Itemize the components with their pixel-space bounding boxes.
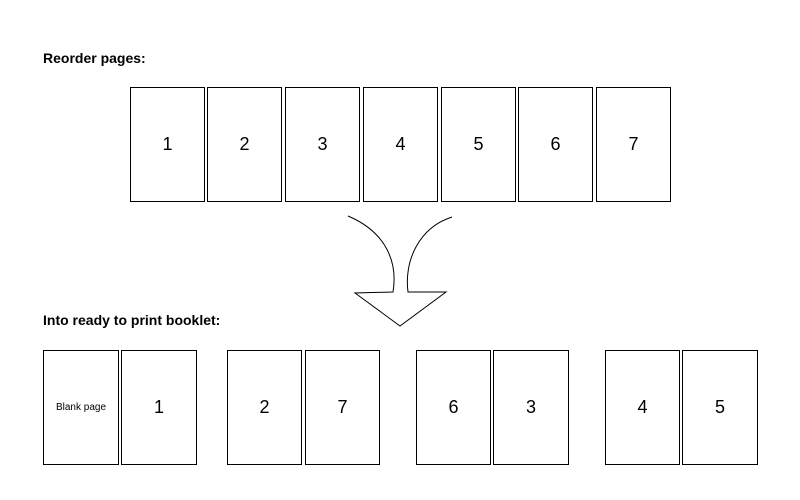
source-page-4: 4 [363, 87, 438, 202]
source-page-7: 7 [596, 87, 671, 202]
booklet-heading: Into ready to print booklet: [43, 312, 221, 328]
source-page-5: 5 [441, 87, 516, 202]
booklet-sheet-3-left: 6 [416, 350, 491, 465]
source-page-2: 2 [207, 87, 282, 202]
booklet-sheet-4-right: 5 [682, 350, 758, 465]
booklet-sheet-1-right: 1 [121, 350, 197, 465]
booklet-sheet-2-right: 7 [305, 350, 380, 465]
booklet-sheet-2-left: 2 [227, 350, 302, 465]
source-page-6: 6 [518, 87, 593, 202]
booklet-sheet-4-left: 4 [605, 350, 680, 465]
reorder-heading: Reorder pages: [43, 50, 146, 66]
booklet-sheet-1-left: Blank page [43, 350, 119, 465]
source-page-1: 1 [130, 87, 205, 202]
booklet-sheet-3-right: 3 [493, 350, 569, 465]
source-page-3: 3 [285, 87, 360, 202]
